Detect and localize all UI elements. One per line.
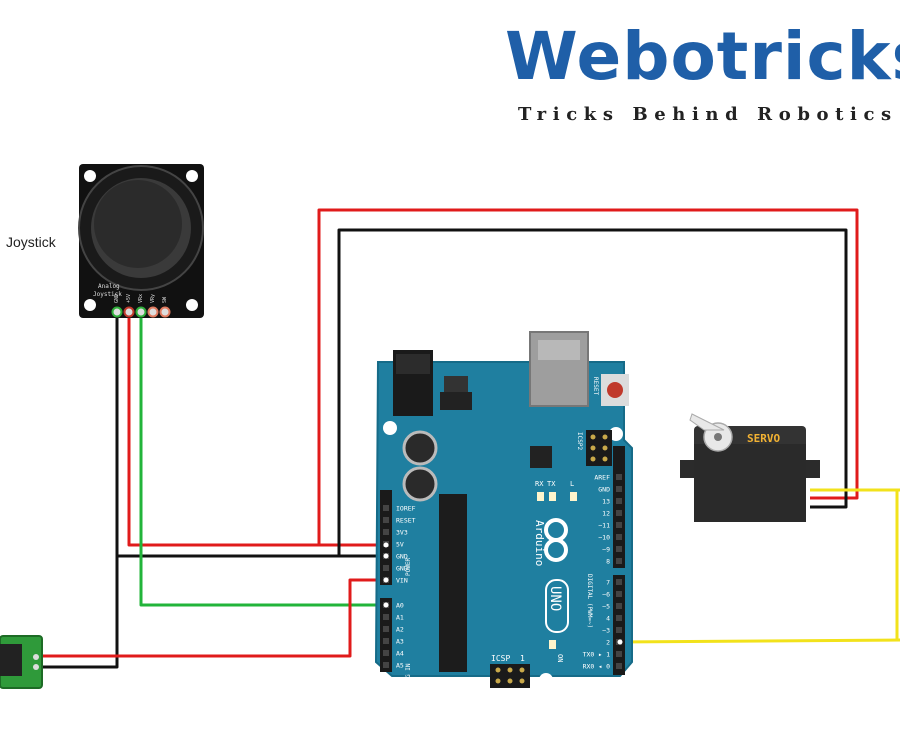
digital-pin-label: GND [598, 486, 610, 494]
wire-joystick-5v [127, 312, 386, 547]
joystick-pin-header: GND +5V VRx VRy SW [111, 294, 171, 318]
digital-pin-label: RX0 ◂ 0 [583, 663, 610, 671]
digital-pin-label: 12 [602, 510, 610, 518]
digital-pin [616, 474, 622, 480]
power-pin-label: 5V [396, 541, 404, 549]
digital-pin [616, 486, 622, 492]
uno-model-text: UNO [547, 586, 563, 611]
wire-servo-ground [337, 228, 848, 556]
power-pin-label: 3V3 [396, 529, 408, 537]
wire-powerjack-gnd [40, 556, 119, 669]
arduino-infinity-logo [544, 518, 568, 562]
digital-pin-label: ~11 [598, 522, 610, 530]
digital-pin-label: 13 [602, 498, 610, 506]
wire-joystick-vrx [139, 312, 386, 607]
analog-pin-label: A5 [396, 662, 404, 670]
digital-pin-label: 7 [606, 579, 610, 587]
wire-servo-signal-return [619, 638, 900, 644]
servo-motor: SERVO [680, 413, 820, 522]
analog-pin [383, 614, 389, 620]
analog-pin-label: A4 [396, 650, 404, 658]
servo-label: SERVO [747, 432, 780, 445]
digital-pin [616, 534, 622, 540]
digital-pin-label: 2 [606, 639, 610, 647]
icsp-num: 1 [520, 654, 525, 663]
digital-pin [616, 558, 622, 564]
joystick-label: Joystick [6, 234, 56, 250]
joystick-pin-5v [123, 306, 135, 318]
power-jack-module [0, 635, 43, 689]
joystick-pin-label: VRx [138, 294, 144, 303]
wire-servo-power [317, 208, 859, 545]
analog-pin-label: A0 [396, 602, 404, 610]
digital-pin-label: ~3 [602, 627, 610, 635]
digital-pin [616, 510, 622, 516]
icsp-label: ICSP [491, 654, 510, 663]
digital-pin [616, 591, 622, 597]
digital-pin [616, 579, 622, 585]
power-pin-label: GND [396, 565, 408, 573]
digital-pin-label: 8 [606, 558, 610, 566]
power-pin [383, 505, 389, 511]
tx-label: TX [547, 480, 556, 488]
digital-pin-label: TX0 ▸ 1 [583, 651, 610, 659]
digital-pin-label: ~6 [602, 591, 610, 599]
analog-section-label: ANALOG IN [405, 663, 412, 696]
wire-joystick-gnd [115, 312, 386, 558]
wire-powerjack-vin [40, 578, 386, 658]
l-label: L [570, 480, 574, 488]
reset-label: RESET [592, 377, 599, 395]
power-pin-label: GND [396, 553, 408, 561]
joystick-board-text-2: Joystick [93, 291, 122, 298]
digital-pin [616, 546, 622, 552]
analog-pin-label: A3 [396, 638, 404, 646]
joystick-module: Analog Joystick GND +5V VRx VRy SW [78, 164, 204, 318]
joystick-pin-vry [147, 306, 159, 318]
digital-pin [616, 663, 622, 669]
on-label: ON [556, 654, 564, 662]
digital-pin-label: ~9 [602, 546, 610, 554]
brand-logo: Webotricks [505, 18, 900, 95]
brand-tagline: Tricks Behind Robotics [518, 104, 898, 125]
arduino-uno-board: RESET ICSP2 RX TX L ON ICSP 1 [374, 331, 633, 696]
analog-pin-label: A2 [396, 626, 404, 634]
analog-pin-label: A1 [396, 614, 404, 622]
power-pin-label: VIN [396, 577, 408, 585]
joystick-pin-label: SW [162, 296, 168, 303]
joystick-pin-vrx [135, 306, 147, 318]
digital-pin [616, 627, 622, 633]
power-pin [383, 517, 389, 523]
digital-pin-label: AREF [594, 474, 610, 482]
digital-pin-label: ~5 [602, 603, 610, 611]
digital-pin [616, 498, 622, 504]
digital-section-label: DIGITAL (PWM=~) [586, 574, 593, 628]
power-section-label: POWER [405, 558, 412, 576]
power-pin-label: IOREF [396, 505, 416, 513]
rx-label: RX [535, 480, 544, 488]
joystick-pin-label: VRy [150, 294, 156, 303]
digital-pin [616, 651, 622, 657]
power-pin [383, 565, 389, 571]
analog-pin [383, 662, 389, 668]
icsp2-label: ICSP2 [576, 432, 583, 450]
joystick-pin-gnd [111, 306, 123, 318]
joystick-pin-label: GND [114, 294, 120, 303]
digital-pin-label: ~10 [598, 534, 610, 542]
analog-pin [383, 638, 389, 644]
arduino-brand-text: Arduino [533, 520, 546, 566]
power-pin [383, 529, 389, 535]
analog-pin [383, 626, 389, 632]
power-pin-label: RESET [396, 517, 416, 525]
digital-pin [616, 603, 622, 609]
joystick-pin-sw [159, 306, 171, 318]
joystick-pin-label: +5V [126, 294, 132, 303]
analog-pin [383, 650, 389, 656]
digital-pin [616, 615, 622, 621]
digital-pin [616, 522, 622, 528]
digital-pin-label: 4 [606, 615, 610, 623]
joystick-board-text-1: Analog [98, 283, 120, 290]
